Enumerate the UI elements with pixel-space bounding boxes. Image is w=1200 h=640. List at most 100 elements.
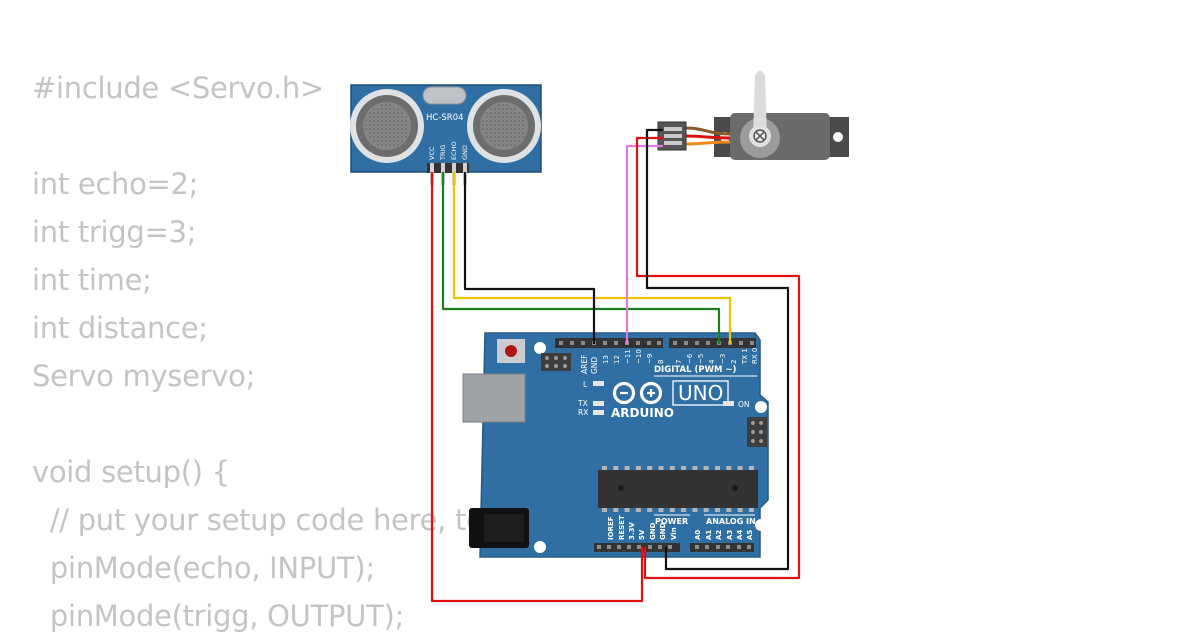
pin-hole[interactable] [684,341,688,345]
mesh-dot [369,124,371,126]
chip-leg [635,508,641,512]
pin-hole[interactable] [570,341,574,345]
mesh-dot [514,140,516,142]
pin-hole[interactable] [716,545,720,549]
pin-hole[interactable] [668,545,672,549]
digital-header-left [555,338,663,348]
mesh-dot [486,132,488,134]
mesh-dot [506,144,508,146]
mesh-dot [393,124,395,126]
mesh-dot [506,140,508,142]
pin-hole[interactable] [658,545,662,549]
mesh-dot [397,132,399,134]
mesh-dot [373,136,375,138]
uno-badge [672,380,729,406]
pin-hole[interactable] [695,341,699,345]
mesh-dot [385,144,387,146]
aref-label: AREF [580,355,589,374]
wire-echo[interactable] [452,172,732,344]
mesh-dot [498,124,500,126]
mesh-dot [393,144,395,146]
mesh-dot [377,140,379,142]
pin-hole[interactable] [705,545,709,549]
power-jack-inner [484,514,524,542]
mesh-dot [506,132,508,134]
wire-servo-power[interactable] [635,136,801,580]
pin-hole[interactable] [636,341,640,345]
mesh-dot [498,128,500,130]
pin-hole[interactable] [637,545,641,549]
pin-hole[interactable] [647,341,651,345]
pin-hole[interactable] [617,545,621,549]
servo-connector-pin [664,127,682,131]
servo-shaft [753,129,767,143]
pin-hole[interactable] [627,545,631,549]
mesh-dot [502,112,504,114]
mesh-dot [389,124,391,126]
pin-hole[interactable] [706,341,710,345]
mesh-dot [393,128,395,130]
mesh-dot [510,128,512,130]
mesh-dot [522,136,524,138]
mesh-dot [405,132,407,134]
pin-hole[interactable] [597,545,601,549]
chip-leg [613,466,619,470]
pin-hole[interactable] [603,341,607,345]
digital-pin-label: ~3 [719,354,727,364]
mesh-dot [502,140,504,142]
pin-hole[interactable] [559,341,563,345]
mesh-dot [381,124,383,126]
mesh-dot [514,144,516,146]
pin-hole[interactable] [657,341,661,345]
pin-hole[interactable] [726,545,730,549]
power-pin-label: IOREF [607,516,615,540]
mesh-dot [494,144,496,146]
pin-hole[interactable] [581,341,585,345]
mesh-dot [490,120,492,122]
pin-hole[interactable] [747,545,751,549]
pin-hole[interactable] [673,341,677,345]
wire-servo-ground[interactable] [645,128,790,571]
sensor-pin-label: ECHO [450,141,458,160]
wire-gnd[interactable] [463,172,596,344]
mesh-dot [377,116,379,118]
pin-hole[interactable] [607,545,611,549]
pin-hole[interactable] [737,545,741,549]
mesh-dot [377,112,379,114]
chip-leg [692,508,698,512]
arduino-brand: ARDUINO [611,406,674,420]
servo-motor[interactable] [657,70,849,161]
mesh-dot [397,112,399,114]
wire-trig[interactable] [441,172,721,344]
mesh-dot [381,128,383,130]
wire-vcc[interactable] [430,172,644,603]
mesh-dot [490,116,492,118]
mesh-dot [369,136,371,138]
analog-pin-label: A2 [715,530,723,540]
reset-button-cap[interactable] [505,345,517,357]
pin-hole[interactable] [739,341,743,345]
mesh-dot [393,132,395,134]
digital-pin-label: RX 0 [751,348,759,364]
digital-pin-label: 2 [730,360,738,364]
chip-leg [726,508,732,512]
pin-hole[interactable] [614,341,618,345]
mesh-dot [498,112,500,114]
digital-pin-label: ~5 [697,354,705,364]
mesh-dot [397,128,399,130]
mesh-dot [482,124,484,126]
mesh-dot [373,140,375,142]
mesh-dot [381,136,383,138]
mesh-dot [397,140,399,142]
mesh-dot [405,116,407,118]
pin-hole[interactable] [695,545,699,549]
pin-hole[interactable] [648,545,652,549]
digital-pin-label: ~9 [646,354,654,364]
mesh-dot [369,132,371,134]
ultrasonic-transducer-right [467,89,541,163]
wire-servo-signal[interactable] [625,144,663,344]
pin-hole[interactable] [750,341,754,345]
